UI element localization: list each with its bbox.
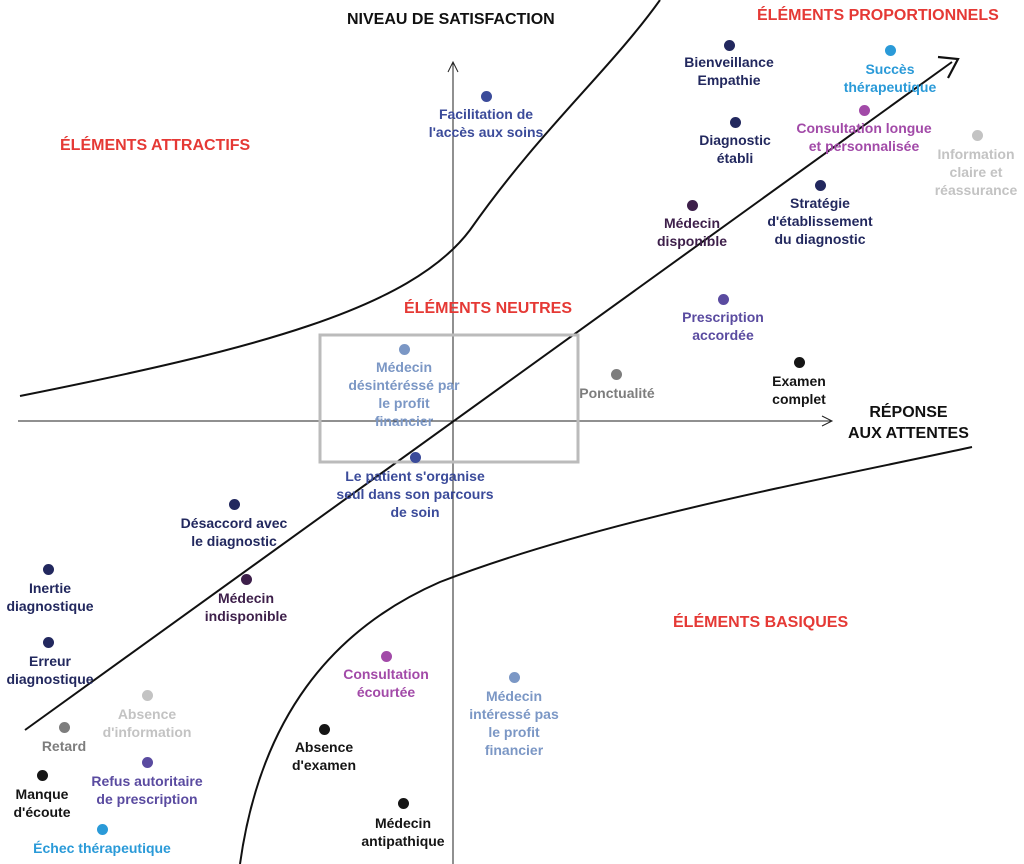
item-dot <box>508 671 520 683</box>
item-label: Médecin antipathique <box>361 815 445 849</box>
item-dot <box>58 721 70 733</box>
item-dot <box>42 636 54 648</box>
y-axis-label: NIVEAU DE SATISFACTION <box>347 11 555 28</box>
item-dot <box>42 563 54 575</box>
neutral-frame <box>318 333 580 464</box>
item-dot <box>884 44 896 56</box>
item-label: Échec thérapeutique <box>33 840 171 856</box>
item-dot <box>141 756 153 768</box>
item-dot <box>686 199 698 211</box>
item-label: Refus autoritaire de prescription <box>91 773 203 807</box>
zone-title-basiques: ÉLÉMENTS BASIQUES <box>673 614 849 631</box>
item-label: Erreur diagnostique <box>6 653 94 687</box>
item-dot <box>380 650 392 662</box>
item-label: Information claire et réassurance <box>934 146 1018 198</box>
item-dot <box>480 90 492 102</box>
item-label: Facilitation de l'accès aux soins <box>428 106 544 140</box>
attractive-curve <box>19 0 661 397</box>
item-dot <box>971 129 983 141</box>
item-label: Manque d'écoute <box>13 786 71 820</box>
item-label: Médecin indisponible <box>204 590 288 624</box>
item-label: Désaccord avec le diagnostic <box>180 515 288 549</box>
item-dot <box>398 343 410 355</box>
x-axis-label: RÉPONSE AUX ATTENTES <box>848 404 969 442</box>
item-label: Consultation longue et personnalisée <box>796 120 932 154</box>
item-label: Inertie diagnostique <box>6 580 94 614</box>
item-dot <box>318 723 330 735</box>
zone-title-neutres: ÉLÉMENTS NEUTRES <box>404 300 573 317</box>
item-dot <box>814 179 826 191</box>
item-dot <box>723 39 735 51</box>
item-dot <box>729 116 741 128</box>
proportional-line <box>24 61 953 731</box>
item-dot <box>240 573 252 585</box>
basic-curve <box>239 446 973 864</box>
item-label: Le patient s'organise seul dans son parc… <box>336 468 494 520</box>
item-dot <box>717 293 729 305</box>
item-dot <box>858 104 870 116</box>
item-dot <box>96 823 108 835</box>
item-label: Prescription accordée <box>682 309 764 343</box>
item-dot <box>610 368 622 380</box>
item-dot <box>228 498 240 510</box>
proportional-arrowhead <box>937 55 960 79</box>
item-label: Absence d'examen <box>291 739 357 773</box>
y-axis-arrowhead <box>447 60 459 73</box>
item-label: Médecin désintéréssé par le profit finan… <box>348 359 460 429</box>
item-label: Médecin disponible <box>657 215 727 249</box>
zone-title-proportionnels: ÉLÉMENTS PROPORTIONNELS <box>757 7 999 24</box>
item-label: Diagnostic établi <box>699 132 771 166</box>
zone-title-attractifs: ÉLÉMENTS ATTRACTIFS <box>60 137 251 154</box>
item-dot <box>397 797 409 809</box>
item-dot <box>409 451 421 463</box>
item-dot <box>793 356 805 368</box>
item-label: Bienveillance Empathie <box>684 54 774 88</box>
item-label: Absence d'information <box>102 706 192 740</box>
item-label: Ponctualité <box>579 385 655 401</box>
item-label: Stratégie d'établissement du diagnostic <box>767 195 873 247</box>
item-label: Retard <box>41 738 87 754</box>
item-label: Succès thérapeutique <box>843 61 937 95</box>
item-dot <box>141 689 153 701</box>
item-label: Consultation écourtée <box>343 666 429 700</box>
item-dot <box>36 769 48 781</box>
x-axis-arrowhead <box>821 415 834 427</box>
item-label: Médecin intéressé pas le profit financie… <box>469 688 559 758</box>
item-label: Examen complet <box>772 373 826 407</box>
